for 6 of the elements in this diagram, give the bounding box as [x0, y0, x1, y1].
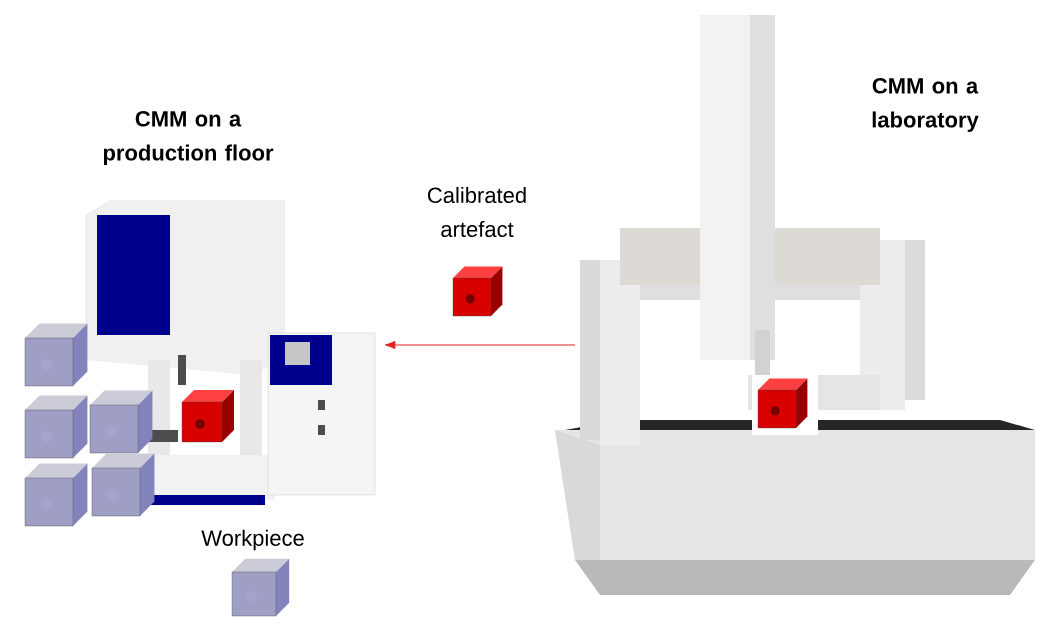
arrow — [384, 340, 576, 350]
label: Calibrated artefact — [428, 186, 526, 238]
heading: CMM on a laboratory — [872, 78, 979, 132]
heading: CMM on a production floor — [103, 111, 274, 165]
cmm-drawing — [24, 200, 376, 527]
cmm-drawing — [555, 15, 1035, 595]
